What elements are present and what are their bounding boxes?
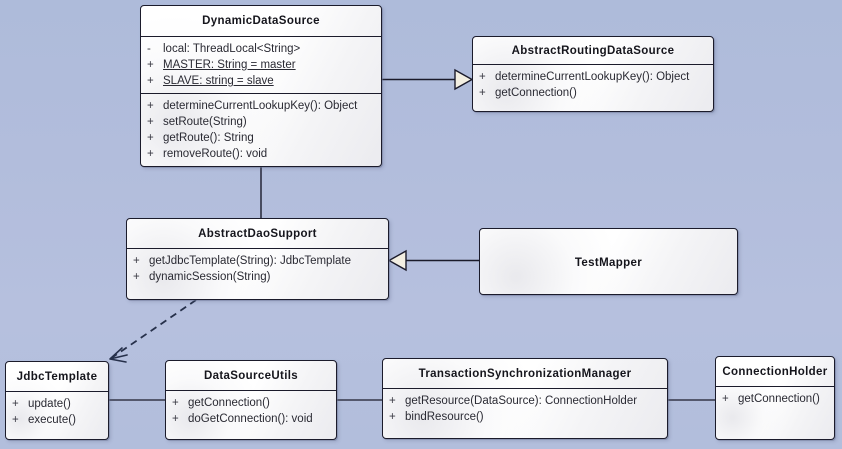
method-signature: getRoute(): String bbox=[163, 132, 254, 144]
class-name-connection-holder: ConnectionHolder bbox=[722, 365, 828, 378]
class-method-row: + getConnection() bbox=[172, 395, 334, 411]
compartment-divider bbox=[383, 388, 667, 389]
method-signature: getConnection() bbox=[738, 393, 820, 405]
method-signature: bindResource() bbox=[405, 411, 484, 423]
method-signature: determineCurrentLookupKey(): Object bbox=[163, 100, 358, 112]
uml-class-transaction-synchronization-manager[interactable]: TransactionSynchronizationManager + getRes… bbox=[382, 358, 668, 439]
class-method-row: + determineCurrentLookupKey(): Object bbox=[479, 69, 711, 85]
method-signature: execute() bbox=[28, 414, 76, 426]
class-name-abstract-routing-data-source: AbstractRoutingDataSource bbox=[511, 44, 675, 57]
class-name-abstract-dao-support: AbstractDaoSupport bbox=[198, 227, 317, 240]
method-signature: setRoute(String) bbox=[163, 116, 247, 128]
method-signature: dynamicSession(String) bbox=[149, 271, 271, 283]
uml-class-jdbc-template[interactable]: JdbcTemplate + update() + execute() bbox=[5, 361, 109, 440]
attribute-signature: local: ThreadLocal<String> bbox=[163, 43, 301, 55]
method-signature: doGetConnection(): void bbox=[188, 413, 313, 425]
uml-class-abstract-routing-data-source[interactable]: AbstractRoutingDataSource + determineCurre… bbox=[472, 36, 714, 112]
visibility-marker: + bbox=[389, 411, 396, 423]
compartment-divider bbox=[6, 391, 108, 392]
class-method-row: + doGetConnection(): void bbox=[172, 411, 334, 427]
class-method-row: + update() bbox=[12, 396, 106, 412]
connector-dao-support-uses-jdbc-template bbox=[109, 299, 197, 363]
visibility-marker: - bbox=[147, 43, 151, 55]
uml-class-dynamic-data-source[interactable]: DynamicDataSource -local: ThreadLocal<Str… bbox=[140, 5, 382, 167]
class-name-jdbc-template: JdbcTemplate bbox=[16, 370, 98, 383]
visibility-marker: + bbox=[147, 75, 154, 87]
method-signature: getResource(DataSource): ConnectionHolde… bbox=[405, 395, 638, 407]
methods-compartment: + determineCurrentLookupKey(): Object + set… bbox=[141, 94, 381, 166]
compartment-divider bbox=[716, 386, 834, 387]
visibility-marker: + bbox=[479, 71, 486, 83]
class-method-row: + execute() bbox=[12, 412, 106, 428]
visibility-marker: + bbox=[147, 132, 154, 144]
methods-compartment: + update() + execute() bbox=[6, 392, 108, 432]
visibility-marker: + bbox=[133, 271, 140, 283]
class-method-row: + getConnection() bbox=[479, 85, 711, 101]
attribute-signature: SLAVE: string = slave bbox=[163, 75, 274, 87]
methods-compartment: + getJdbcTemplate(String): JdbcTemplate + d… bbox=[127, 249, 388, 289]
class-method-row: + dynamicSession(String) bbox=[133, 269, 386, 285]
visibility-marker: + bbox=[147, 116, 154, 128]
uml-class-test-mapper[interactable]: TestMapper bbox=[479, 228, 738, 295]
class-attribute-row: + MASTER: String = master bbox=[147, 57, 379, 73]
connector-test-mapper-extends-dao-support bbox=[387, 249, 479, 272]
compartment-divider bbox=[141, 93, 381, 94]
method-signature: determineCurrentLookupKey(): Object bbox=[495, 71, 690, 83]
methods-compartment: + getResource(DataSource): ConnectionHold… bbox=[383, 389, 667, 429]
method-signature: getConnection() bbox=[188, 397, 270, 409]
class-method-row: + bindResource() bbox=[389, 409, 665, 425]
class-method-row: + getRoute(): String bbox=[147, 130, 379, 146]
methods-compartment: + getConnection() bbox=[716, 387, 834, 411]
method-signature: removeRoute(): void bbox=[163, 148, 268, 160]
visibility-marker: + bbox=[12, 398, 19, 410]
connector-dynamic-extends-routing bbox=[382, 68, 474, 91]
compartment-divider bbox=[127, 248, 388, 249]
uml-class-connection-holder[interactable]: ConnectionHolder + getConnection() bbox=[715, 356, 835, 440]
class-method-row: + setRoute(String) bbox=[147, 114, 379, 130]
visibility-marker: + bbox=[147, 59, 154, 71]
compartment-divider bbox=[473, 64, 713, 65]
methods-compartment: + determineCurrentLookupKey(): Object + get… bbox=[473, 65, 713, 105]
method-signature: update() bbox=[28, 398, 71, 410]
visibility-marker: + bbox=[12, 414, 19, 426]
visibility-marker: + bbox=[147, 100, 154, 112]
class-method-row: + getResource(DataSource): ConnectionHold… bbox=[389, 393, 665, 409]
method-signature: getConnection() bbox=[495, 87, 577, 99]
visibility-marker: + bbox=[147, 148, 154, 160]
uml-class-abstract-dao-support[interactable]: AbstractDaoSupport + getJdbcTemplate(Strin… bbox=[126, 218, 389, 300]
class-method-row: + determineCurrentLookupKey(): Object bbox=[147, 98, 379, 114]
visibility-marker: + bbox=[133, 255, 140, 267]
class-method-row: + getJdbcTemplate(String): JdbcTemplate bbox=[133, 253, 386, 269]
class-method-row: + removeRoute(): void bbox=[147, 146, 379, 162]
class-attribute-row: + SLAVE: string = slave bbox=[147, 73, 379, 89]
compartment-divider bbox=[141, 36, 381, 37]
class-name-data-source-utils: DataSourceUtils bbox=[203, 369, 299, 382]
class-method-row: + getConnection() bbox=[722, 391, 832, 407]
uml-class-data-source-utils[interactable]: DataSourceUtils + getConnection() + doGetCon… bbox=[165, 360, 337, 440]
visibility-marker: + bbox=[479, 87, 486, 99]
attributes-compartment: -local: ThreadLocal<String> + MASTER: Stri… bbox=[141, 37, 381, 93]
visibility-marker: + bbox=[389, 395, 396, 407]
method-signature: getJdbcTemplate(String): JdbcTemplate bbox=[149, 255, 351, 267]
compartment-divider bbox=[166, 390, 336, 391]
class-attribute-row: -local: ThreadLocal<String> bbox=[147, 41, 379, 57]
class-name-test-mapper: TestMapper bbox=[574, 256, 643, 269]
class-name-transaction-synchronization-manager: TransactionSynchronizationManager bbox=[418, 367, 632, 380]
attribute-signature: MASTER: String = master bbox=[163, 59, 296, 71]
visibility-marker: + bbox=[172, 413, 179, 425]
class-name-dynamic-data-source: DynamicDataSource bbox=[202, 15, 320, 27]
methods-compartment: + getConnection() + doGetConnection(): void bbox=[166, 391, 336, 431]
visibility-marker: + bbox=[172, 397, 179, 409]
visibility-marker: + bbox=[722, 393, 729, 405]
